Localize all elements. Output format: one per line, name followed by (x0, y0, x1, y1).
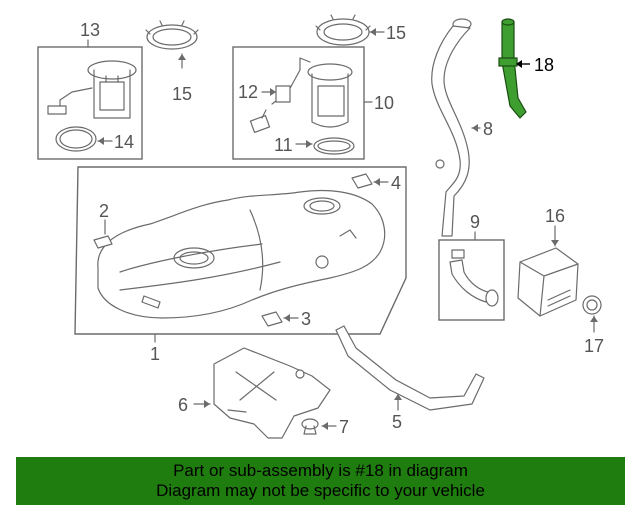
clip-7 (301, 418, 337, 435)
lock-ring-left (145, 20, 199, 69)
callout-18: 18 (534, 55, 554, 75)
heat-shield (193, 347, 331, 439)
callout-3: 3 (301, 309, 311, 329)
banner-line-2: Diagram may not be specific to your vehi… (156, 481, 485, 500)
callout-1: 1 (150, 344, 160, 364)
fuel-sender-module-group (232, 46, 373, 160)
box-9 (438, 239, 505, 321)
tank-strap (335, 325, 485, 411)
callout-7: 7 (339, 417, 349, 437)
filler-pipe (431, 18, 481, 237)
callout-13: 13 (80, 20, 100, 40)
callout-5: 5 (392, 412, 402, 432)
callout-11: 11 (274, 135, 293, 155)
lock-ring-right (315, 14, 385, 46)
callout-12: 12 (238, 82, 258, 102)
box-10 (232, 46, 365, 160)
box-13 (37, 46, 143, 160)
vent-pipe-highlighted (498, 18, 530, 119)
grommet-17 (582, 295, 602, 333)
hose-group (438, 231, 505, 321)
parts-diagram: 13 14 15 15 12 10 11 8 18 4 2 3 9 16 17 … (37, 14, 604, 439)
part-info-banner: Part or sub-assembly is #18 in diagram D… (16, 457, 625, 505)
callout-4: 4 (391, 173, 401, 193)
box-1 (74, 166, 407, 335)
callout-15-right: 15 (386, 23, 406, 43)
fuel-pump-module-group (37, 39, 143, 160)
control-module (517, 225, 579, 317)
callout-16: 16 (545, 206, 565, 226)
callout-15-left: 15 (172, 84, 192, 104)
callout-6: 6 (178, 395, 188, 415)
fuel-tank-group (74, 166, 407, 343)
callout-10: 10 (374, 93, 394, 113)
banner-line-1: Part or sub-assembly is #18 in diagram (173, 461, 468, 480)
callout-9: 9 (470, 212, 480, 232)
callout-8: 8 (483, 119, 493, 139)
callout-17: 17 (584, 336, 604, 356)
callout-14: 14 (114, 132, 134, 152)
callout-2: 2 (99, 201, 109, 221)
